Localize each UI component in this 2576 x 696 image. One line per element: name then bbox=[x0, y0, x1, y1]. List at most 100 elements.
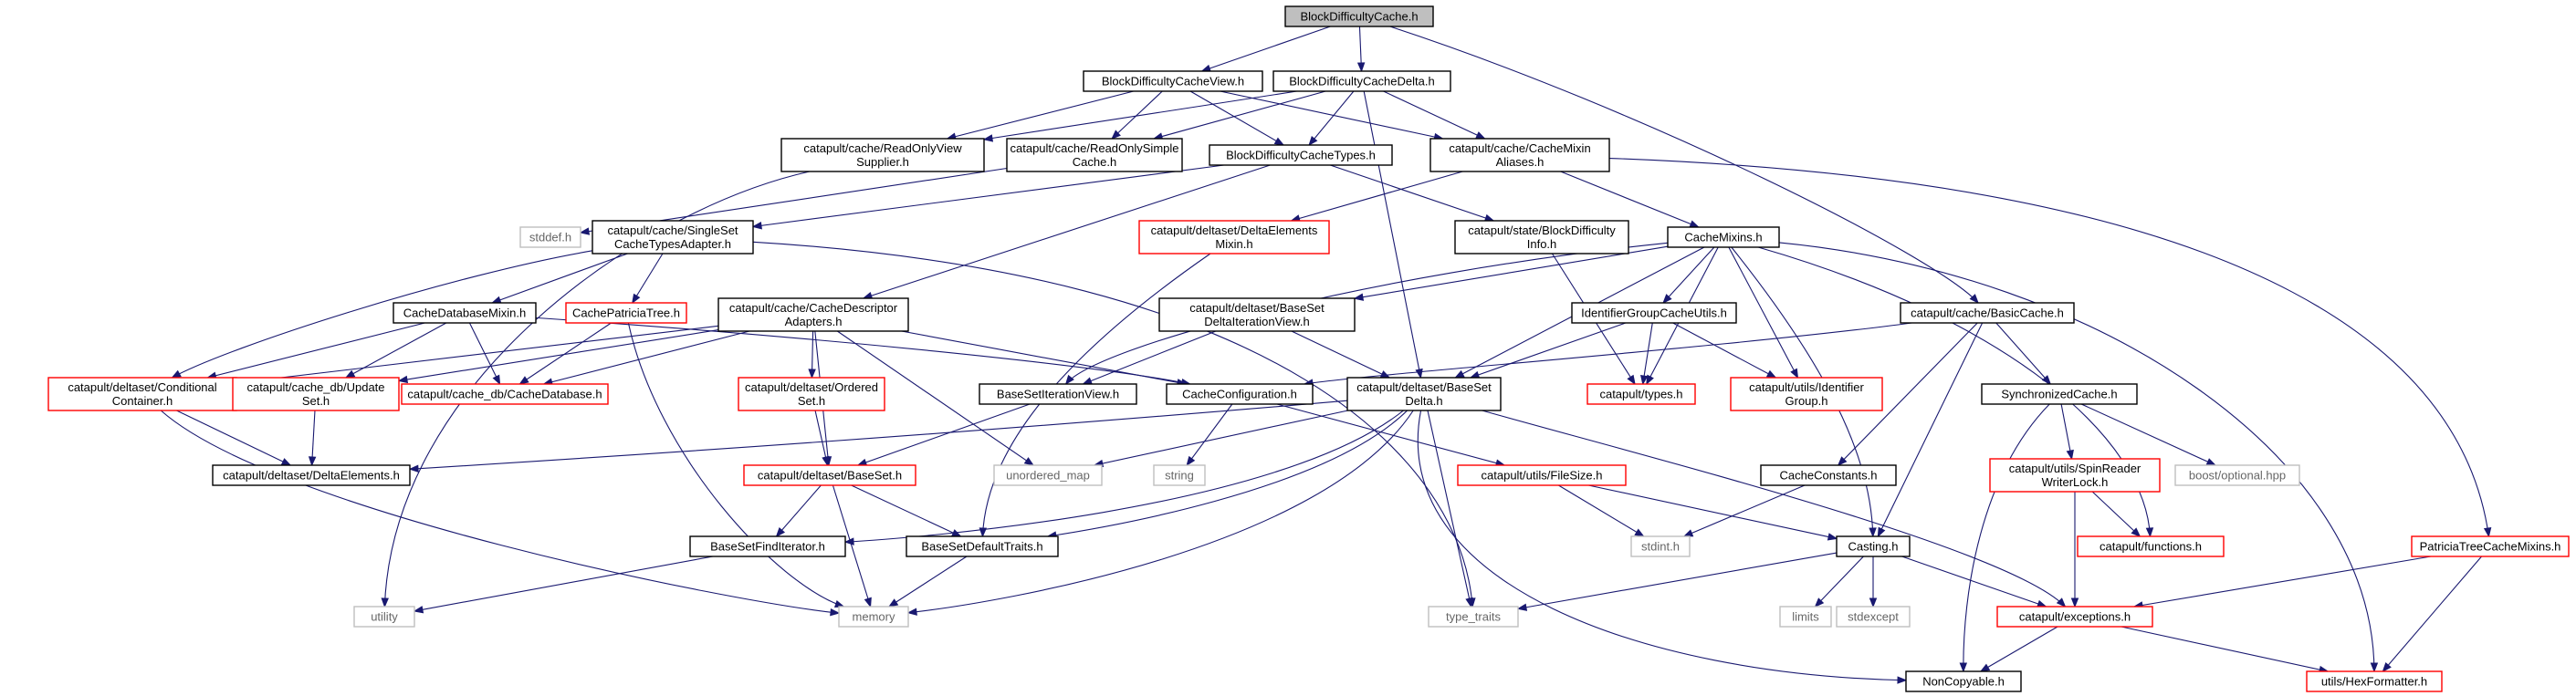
edge-cache_constants-to-stdint bbox=[1682, 484, 1806, 537]
node-label-memory: memory bbox=[853, 610, 895, 624]
node-label-exceptions: catapult/exceptions.h bbox=[2019, 610, 2131, 624]
node-label-limits: limits bbox=[1792, 610, 1819, 624]
node-label-baseset-delta-iteration-view-line2: DeltaIterationView.h bbox=[1204, 315, 1309, 328]
edge-identifier_group_cache_utils-to-baseset_delta bbox=[1469, 322, 1627, 379]
node-label-readonly-view-supplier-line1: catapult/cache/ReadOnlyView bbox=[803, 141, 962, 155]
edge-baseset_delta-to-memory bbox=[906, 410, 1414, 616]
node-label-delta-elements: catapult/deltaset/DeltaElements.h bbox=[223, 469, 400, 483]
edge-baseset-to-baseset_default_traits bbox=[851, 484, 962, 537]
edge-cache_mixins-to-identifier_group_cache_utils bbox=[1662, 246, 1715, 305]
node-cache-database-mixin[interactable]: CacheDatabaseMixin.h bbox=[393, 302, 537, 324]
node-label-synchronized-cache: SynchronizedCache.h bbox=[2001, 388, 2117, 401]
node-label-identifier-group-cache-utils: IdentifierGroupCacheUtils.h bbox=[1581, 306, 1727, 320]
node-label-cache-configuration: CacheConfiguration.h bbox=[1182, 388, 1297, 401]
node-label-spin-reader-writer-lock-line1: catapult/utils/SpinReader bbox=[2009, 462, 2141, 475]
node-casting[interactable]: Casting.h bbox=[1836, 535, 1911, 557]
node-singleset-adapter[interactable]: catapult/cache/SingleSetCacheTypesAdapte… bbox=[592, 220, 754, 255]
node-synchronized-cache[interactable]: SynchronizedCache.h bbox=[1981, 383, 2138, 405]
node-stdint: stdint.h bbox=[1630, 535, 1691, 557]
edge-cache_mixins-to-baseset_delta_iteration_view bbox=[1353, 245, 1669, 301]
node-cache-configuration[interactable]: CacheConfiguration.h bbox=[1166, 383, 1314, 405]
edge-singleset_adapter-to-cache_database_mixin bbox=[490, 253, 628, 304]
edge-update_set-to-delta_elements bbox=[308, 410, 317, 467]
edge-baseset_delta-to-noncopyable bbox=[1417, 410, 1908, 684]
dependency-edges bbox=[160, 26, 2492, 684]
node-identifier-group-cache-utils[interactable]: IdentifierGroupCacheUtils.h bbox=[1571, 302, 1737, 324]
edge-cache_database_mixin-to-conditional_container bbox=[206, 322, 425, 379]
node-label-cache-delta: BlockDifficultyCacheDelta.h bbox=[1289, 75, 1434, 88]
edge-cache_mixin_aliases-to-delta_elements_mixin bbox=[1290, 171, 1463, 223]
node-label-baseset: catapult/deltaset/BaseSet.h bbox=[758, 469, 902, 483]
node-cache-database: catapult/cache_db/CacheDatabase.h bbox=[401, 383, 609, 405]
node-cache-constants[interactable]: CacheConstants.h bbox=[1760, 464, 1897, 486]
node-label-string: string bbox=[1165, 469, 1194, 483]
node-label-cache-database: catapult/cache_db/CacheDatabase.h bbox=[407, 388, 602, 401]
node-baseset-iteration-view[interactable]: BaseSetIterationView.h bbox=[979, 383, 1137, 405]
edge-synchronized_cache-to-spin_reader_writer_lock bbox=[2060, 403, 2074, 461]
edge-spin_reader_writer_lock-to-exceptions bbox=[2070, 492, 2079, 608]
node-basic-cache[interactable]: catapult/cache/BasicCache.h bbox=[1900, 302, 2075, 324]
node-cache-view[interactable]: BlockDifficultyCacheView.h bbox=[1083, 70, 1263, 92]
node-string: string bbox=[1153, 464, 1206, 486]
edge-identifier_group_cache_utils-to-identifier_group bbox=[1672, 322, 1777, 379]
node-label-readonly-simple-cache-line2: Cache.h bbox=[1073, 155, 1116, 169]
edge-cache_types-to-singleset_adapter bbox=[751, 164, 1224, 230]
node-label-update-set-line1: catapult/cache_db/Update bbox=[246, 380, 384, 394]
node-label-identifier-group-line1: catapult/utils/Identifier bbox=[1749, 380, 1864, 394]
edge-spin_reader_writer_lock-to-functions bbox=[2091, 491, 2141, 537]
edge-baseset_iteration_view-to-baseset bbox=[856, 403, 1031, 466]
node-baseset-delta-iteration-view[interactable]: catapult/deltaset/BaseSetDeltaIterationV… bbox=[1158, 297, 1356, 332]
edge-descriptor_adapters-to-conditional_container bbox=[235, 325, 719, 386]
edge-exceptions-to-noncopyable bbox=[1979, 626, 2058, 672]
edge-ordered_set-to-baseset bbox=[814, 410, 830, 467]
node-label-cache-constants: CacheConstants.h bbox=[1780, 469, 1878, 483]
node-label-ordered-set-line1: catapult/deltaset/Ordered bbox=[745, 380, 878, 394]
edge-cache_configuration-to-filesize bbox=[1276, 403, 1506, 467]
node-cache-delta[interactable]: BlockDifficultyCacheDelta.h bbox=[1272, 70, 1451, 92]
edge-cache_mixins-to-hexformatter bbox=[1778, 242, 2379, 673]
edge-descriptor_adapters-to-ordered_set bbox=[808, 330, 816, 379]
edge-cache_delta-to-readonly_simple_cache bbox=[1152, 90, 1326, 140]
edge-cache_patricia_tree-to-cache_database bbox=[518, 322, 612, 385]
edge-patricia_mixins-to-exceptions bbox=[2132, 556, 2432, 609]
node-root[interactable]: BlockDifficultyCache.h bbox=[1284, 5, 1434, 27]
node-functions: catapult/functions.h bbox=[2077, 535, 2225, 557]
node-label-patricia-mixins: PatriciaTreeCacheMixins.h bbox=[2420, 540, 2561, 554]
edge-baseset_delta_iteration_view-to-baseset_delta bbox=[1291, 330, 1391, 379]
node-label-baseset-delta-line2: Delta.h bbox=[1405, 394, 1442, 408]
node-utility: utility bbox=[353, 606, 415, 628]
edge-filesize-to-casting bbox=[1588, 484, 1838, 541]
edge-descriptor_adapters-to-update_set bbox=[397, 329, 719, 384]
edge-cache_delta-to-cache_mixin_aliases bbox=[1383, 90, 1486, 140]
node-delta-elements[interactable]: catapult/deltaset/DeltaElements.h bbox=[212, 464, 411, 486]
edge-baseset_delta-to-type_traits bbox=[1427, 410, 1473, 608]
edge-cache_view-to-cache_mixin_aliases bbox=[1220, 90, 1444, 141]
node-label-types: catapult/types.h bbox=[1599, 388, 1682, 401]
node-label-cache-mixin-aliases-line2: Aliases.h bbox=[1496, 155, 1545, 169]
node-label-root: BlockDifficultyCache.h bbox=[1300, 10, 1418, 24]
node-label-conditional-container-line1: catapult/deltaset/Conditional bbox=[68, 380, 216, 394]
node-label-block-difficulty-info-line2: Info.h bbox=[1527, 237, 1557, 251]
node-baseset-find-iterator[interactable]: BaseSetFindIterator.h bbox=[689, 535, 846, 557]
node-label-singleset-adapter-line2: CacheTypesAdapter.h bbox=[614, 237, 731, 251]
node-cache-mixins[interactable]: CacheMixins.h bbox=[1667, 226, 1780, 248]
node-cache-types[interactable]: BlockDifficultyCacheTypes.h bbox=[1209, 144, 1393, 166]
node-boost-optional: boost/optional.hpp bbox=[2174, 464, 2300, 486]
node-label-baseset-delta-iteration-view-line1: catapult/deltaset/BaseSet bbox=[1189, 301, 1325, 315]
edge-baseset-to-memory bbox=[832, 484, 872, 608]
node-noncopyable[interactable]: NonCopyable.h bbox=[1905, 670, 2022, 692]
node-baseset-default-traits[interactable]: BaseSetDefaultTraits.h bbox=[906, 535, 1059, 557]
edge-baseset_delta-to-baseset_find_iterator bbox=[843, 410, 1404, 545]
node-label-functions: catapult/functions.h bbox=[2100, 540, 2202, 554]
edge-singleset_adapter-to-cache_patricia_tree bbox=[632, 253, 664, 305]
edge-root-to-basic_cache bbox=[1389, 26, 1979, 305]
